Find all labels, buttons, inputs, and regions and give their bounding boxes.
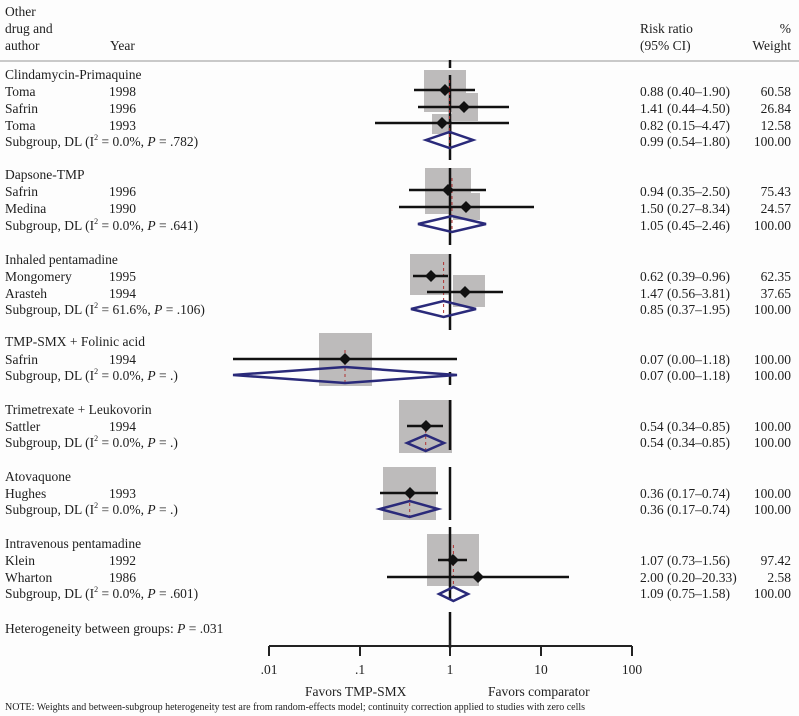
subgroup-label: Subgroup, DL (I2 = 0.0%, P = .641)	[5, 217, 199, 234]
study-weight: 97.42	[760, 553, 791, 568]
study-year: 1993	[109, 118, 136, 133]
subgroup-diamonds	[232, 130, 487, 603]
study-year: 1994	[109, 419, 136, 434]
subgroup-rr: 0.99 (0.54–1.80)	[640, 134, 730, 149]
header-rr-line2: (95% CI)	[640, 38, 691, 53]
footnote: NOTE: Weights and between-subgroup heter…	[5, 702, 586, 713]
favors-left-label: Favors TMP-SMX	[305, 684, 407, 699]
study-weight: 62.35	[760, 269, 791, 284]
x-tick-label: 10	[534, 662, 548, 677]
study-year: 1990	[109, 201, 136, 216]
study-author: Toma	[5, 118, 36, 133]
x-tick-label: .1	[354, 662, 366, 677]
study-rr: 2.00 (0.20–20.33)	[640, 570, 737, 585]
subgroup-label: Subgroup, DL (I2 = 0.0%, P = .)	[5, 367, 178, 384]
study-year: 1994	[109, 286, 136, 301]
header-weight-line2: Weight	[752, 38, 791, 53]
subgroup-weight: 100.00	[753, 134, 791, 149]
study-rr: 1.47 (0.56–3.81)	[640, 286, 730, 301]
x-tick-label: 100	[621, 662, 643, 677]
study-rr: 0.94 (0.35–2.50)	[640, 184, 730, 199]
study-year: 1992	[109, 553, 136, 568]
subgroup-rr: 0.85 (0.37–1.95)	[640, 302, 730, 317]
subgroup-label: Subgroup, DL (I2 = 0.0%, P = .601)	[5, 585, 199, 602]
subgroup-rr: 0.07 (0.00–1.18)	[640, 368, 730, 383]
study-weight: 100.00	[753, 486, 791, 501]
header-weight-line1: %	[779, 21, 791, 36]
group-label: Inhaled pentamadine	[5, 252, 118, 267]
study-author: Mongomery	[5, 269, 72, 284]
weight-boxes	[319, 70, 485, 586]
study-author: Klein	[5, 553, 35, 568]
group-label: TMP-SMX + Folinic acid	[5, 334, 145, 349]
study-author: Sattler	[5, 419, 41, 434]
study-year: 1986	[109, 570, 136, 585]
subgroup-rr: 1.09 (0.75–1.58)	[640, 586, 730, 601]
study-rr: 0.07 (0.00–1.18)	[640, 352, 730, 367]
group-label: Intravenous pentamadine	[5, 536, 142, 551]
study-author: Safrin	[5, 184, 38, 199]
header-study-line3: author	[5, 38, 40, 53]
group-label: Trimetrexate + Leukovorin	[5, 402, 152, 417]
subgroup-label: Subgroup, DL (I2 = 0.0%, P = .782)	[5, 133, 199, 150]
study-author: Arasteh	[5, 286, 47, 301]
study-rr: 1.07 (0.73–1.56)	[640, 553, 730, 568]
subgroup-label: Subgroup, DL (I2 = 0.0%, P = .)	[5, 434, 178, 451]
header-study-line1: Other	[5, 4, 36, 19]
study-author: Hughes	[5, 486, 47, 501]
header-study-line2: drug and	[5, 21, 53, 36]
study-rr: 0.62 (0.39–0.96)	[640, 269, 730, 284]
study-rr: 0.82 (0.15–4.47)	[640, 118, 730, 133]
study-author: Wharton	[5, 570, 53, 585]
study-weight: 60.58	[760, 84, 791, 99]
subgroup-weight: 100.00	[753, 302, 791, 317]
heterogeneity-between-groups: Heterogeneity between groups: P = .031	[5, 621, 224, 636]
x-axis	[268, 640, 633, 656]
x-tick-label: 1	[446, 662, 454, 677]
study-author: Safrin	[5, 352, 38, 367]
subgroup-rr: 1.05 (0.45–2.46)	[640, 218, 730, 233]
study-weight: 75.43	[760, 184, 791, 199]
subgroup-weight: 100.00	[753, 586, 791, 601]
header-rr-line1: Risk ratio	[640, 21, 693, 36]
header-year: Year	[110, 38, 135, 53]
study-author: Toma	[5, 84, 36, 99]
study-rr: 1.50 (0.27–8.34)	[640, 201, 730, 216]
study-author: Medina	[5, 201, 47, 216]
study-year: 1993	[109, 486, 136, 501]
study-rr: 0.36 (0.17–0.74)	[640, 486, 730, 501]
study-weight: 37.65	[760, 286, 791, 301]
subgroup-weight: 100.00	[753, 368, 791, 383]
subgroup-label: Subgroup, DL (I2 = 0.0%, P = .)	[5, 501, 178, 518]
group-label: Atovaquone	[5, 469, 71, 484]
study-year: 1996	[109, 184, 136, 199]
subgroup-rr: 0.54 (0.34–0.85)	[640, 435, 730, 450]
study-weight: 100.00	[753, 352, 791, 367]
study-weight: 24.57	[760, 201, 791, 216]
group-label: Dapsone-TMP	[5, 167, 85, 182]
study-year: 1998	[109, 84, 136, 99]
header-separator	[0, 60, 799, 62]
x-tick-label: .01	[260, 662, 278, 677]
subgroup-weight: 100.00	[753, 435, 791, 450]
favors-right-label: Favors comparator	[488, 684, 590, 699]
group-label: Clindamycin-Primaquine	[5, 67, 142, 82]
study-rr: 0.54 (0.34–0.85)	[640, 419, 730, 434]
study-rr: 0.88 (0.40–1.90)	[640, 84, 730, 99]
study-year: 1995	[109, 269, 136, 284]
study-rr: 1.41 (0.44–4.50)	[640, 101, 730, 116]
subgroup-weight: 100.00	[753, 218, 791, 233]
study-weight: 2.58	[767, 570, 791, 585]
point-estimates	[339, 84, 484, 583]
study-weight: 100.00	[753, 419, 791, 434]
study-weight: 12.58	[760, 118, 791, 133]
study-author: Safrin	[5, 101, 38, 116]
subgroup-rr: 0.36 (0.17–0.74)	[640, 502, 730, 517]
subgroup-label: Subgroup, DL (I2 = 61.6%, P = .106)	[5, 301, 205, 318]
study-year: 1996	[109, 101, 136, 116]
study-year: 1994	[109, 352, 136, 367]
subgroup-weight: 100.00	[753, 502, 791, 517]
study-weight: 26.84	[760, 101, 791, 116]
